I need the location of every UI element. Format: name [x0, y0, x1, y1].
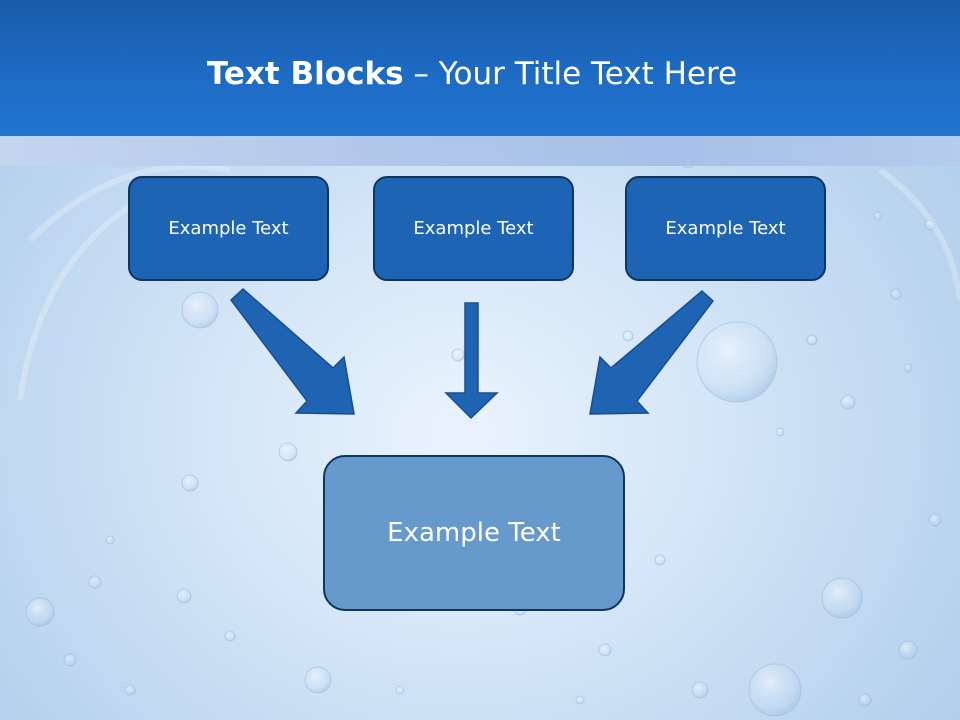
- slide-title-bold: Text Blocks: [206, 56, 404, 92]
- title-bar: [0, 0, 960, 136]
- text-block-center: Example Text: [373, 176, 574, 281]
- arrow-left-diagonal: [229, 287, 355, 415]
- slide-title-rest: Your Title Text Here: [438, 56, 738, 92]
- text-block-main: Example Text: [323, 455, 625, 611]
- text-block-left-label: Example Text: [168, 218, 289, 239]
- slide-title-dash: –: [403, 56, 439, 92]
- text-block-center-label: Example Text: [413, 218, 534, 239]
- text-block-main-label: Example Text: [387, 518, 561, 548]
- text-block-left: Example Text: [128, 176, 329, 281]
- slide-title: Text Blocks – Your Title Text Here: [0, 52, 944, 96]
- arrow-center-down: [444, 302, 499, 420]
- text-block-right-label: Example Text: [665, 218, 786, 239]
- arrow-right-diagonal: [589, 290, 715, 415]
- header-accent-band: [0, 136, 960, 166]
- text-block-right: Example Text: [625, 176, 826, 281]
